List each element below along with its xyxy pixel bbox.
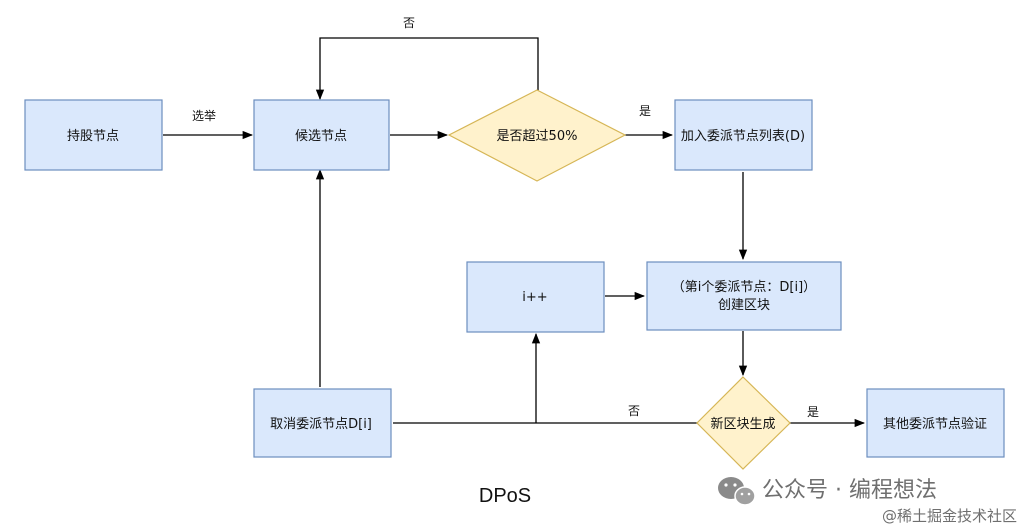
- decision-block: 新区块生成: [696, 376, 791, 470]
- node-create-block: （第i个委派节点：D[i]） 创建区块: [646, 261, 842, 331]
- node-verify-label: 其他委派节点验证: [883, 416, 987, 432]
- node-create-block-line1: （第i个委派节点：D[i]）: [672, 280, 816, 295]
- edge-label-yes-right: 是: [639, 104, 651, 118]
- decision-vote-label: 是否超过50%: [497, 129, 578, 144]
- node-candidate-label: 候选节点: [295, 129, 347, 144]
- watermark-text: 公众号 · 编程想法: [762, 478, 937, 503]
- connectors: [163, 37, 866, 428]
- wechat-icon: [718, 477, 756, 506]
- node-cancel-label: 取消委派节点D[i]: [270, 417, 372, 432]
- node-increment: i++: [466, 261, 605, 333]
- edge-label-yes-bottom: 是: [807, 405, 819, 419]
- edge-label-no-bottom: 否: [628, 404, 640, 418]
- edge-label-elect: 选举: [192, 109, 216, 123]
- node-increment-label: i++: [522, 290, 547, 305]
- edge-label-no-top: 否: [403, 16, 415, 30]
- node-candidate: 候选节点: [253, 99, 390, 171]
- node-holder-label: 持股节点: [67, 129, 119, 144]
- node-add-delegate-label: 加入委派节点列表(D): [681, 129, 805, 144]
- decision-block-label: 新区块生成: [710, 416, 775, 432]
- node-cancel: 取消委派节点D[i]: [253, 388, 392, 458]
- decision-vote: 是否超过50%: [447, 89, 627, 182]
- watermark-site: @稀土掘金技术社区: [882, 507, 1017, 525]
- node-verify: 其他委派节点验证: [866, 388, 1005, 458]
- node-add-delegate: 加入委派节点列表(D): [674, 99, 813, 171]
- diagram-caption: DPoS: [479, 485, 531, 507]
- node-create-block-line2: 创建区块: [718, 298, 770, 313]
- node-holder: 持股节点: [24, 99, 163, 171]
- watermark: 公众号 · 编程想法 @稀土掘金技术社区: [718, 477, 1017, 525]
- edge-decision-no-loop: [315, 37, 539, 101]
